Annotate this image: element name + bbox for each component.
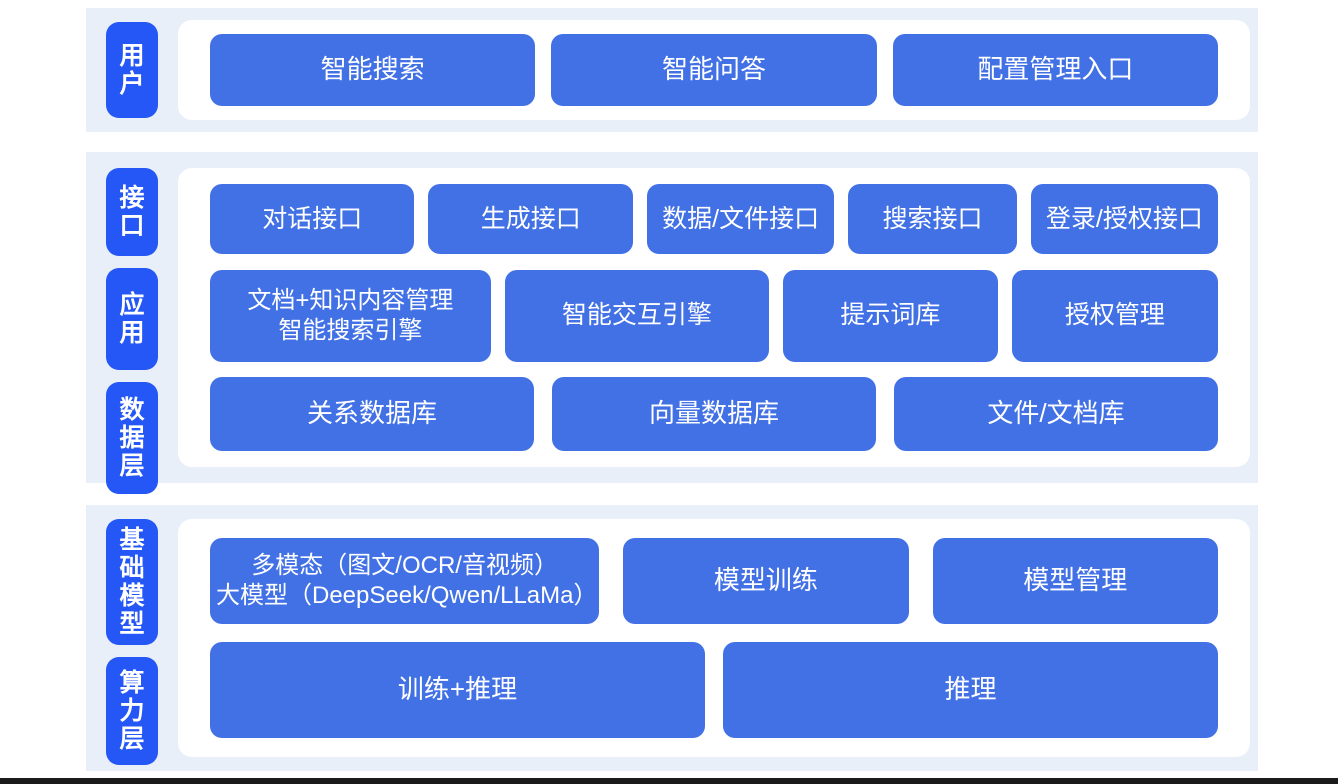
box-multimodal-line-2: 大模型（DeepSeek/Qwen/LLaMa）	[216, 581, 598, 609]
section-application: 接 口 应 用 数 据 层 对话接口 生成接口 数据/文件接口 搜索接口 登录/…	[86, 152, 1258, 494]
layer-tab-base-model-char-0: 基	[119, 526, 145, 554]
row-model: 多模态（图文/OCR/音视频） 大模型（DeepSeek/Qwen/LLaMa）…	[178, 537, 1250, 624]
row-compute: 训练+推理 推理	[178, 642, 1250, 739]
box-dialog-api[interactable]: 对话接口	[210, 183, 415, 254]
layer-tab-base-model-char-2: 模	[119, 582, 145, 610]
section-user-panel: 智能搜索 智能问答 配置管理入口	[178, 20, 1250, 120]
box-model-training[interactable]: 模型训练	[623, 537, 909, 624]
box-model-management[interactable]: 模型管理	[932, 537, 1218, 624]
box-file-document-store[interactable]: 文件/文档库	[894, 377, 1218, 452]
layer-tab-interface-char-0: 接	[119, 184, 145, 212]
box-doc-knowledge-line-1: 文档+知识内容管理	[247, 287, 454, 315]
layer-tab-user-char-1: 户	[119, 70, 145, 98]
row-interface: 对话接口 生成接口 数据/文件接口 搜索接口 登录/授权接口	[178, 183, 1250, 254]
section-infrastructure-panel: 多模态（图文/OCR/音视频） 大模型（DeepSeek/Qwen/LLaMa）…	[178, 519, 1250, 757]
layer-tab-compute-char-2: 层	[119, 725, 145, 753]
layer-tab-compute-char-1: 力	[119, 697, 145, 725]
layer-tab-user-char-0: 用	[119, 42, 145, 70]
layer-tab-data[interactable]: 数 据 层	[106, 382, 158, 494]
layer-tab-interface-char-1: 口	[119, 212, 145, 240]
box-training-inference[interactable]: 训练+推理	[210, 642, 705, 739]
box-generation-api[interactable]: 生成接口	[428, 183, 633, 254]
section-infrastructure-tabs: 基 础 模 型 算 力 层	[86, 505, 178, 771]
section-application-tabs: 接 口 应 用 数 据 层	[86, 152, 178, 494]
box-config-management-entry[interactable]: 配置管理入口	[892, 34, 1218, 106]
box-prompt-library[interactable]: 提示词库	[783, 269, 998, 362]
layer-tab-application-char-0: 应	[119, 291, 145, 319]
box-smart-qa[interactable]: 智能问答	[551, 34, 877, 106]
row-application: 文档+知识内容管理 智能搜索引擎 智能交互引擎 提示词库 授权管理	[178, 269, 1250, 362]
section-user: 用 户 智能搜索 智能问答 配置管理入口	[86, 8, 1258, 132]
layer-tab-data-char-0: 数	[119, 396, 145, 424]
layer-tab-compute-char-0: 算	[119, 669, 145, 697]
layer-tab-interface[interactable]: 接 口	[106, 168, 158, 256]
layer-tab-application-char-1: 用	[119, 319, 145, 347]
layer-tab-compute[interactable]: 算 力 层	[106, 657, 158, 765]
box-smart-search[interactable]: 智能搜索	[210, 34, 536, 106]
section-user-tabs: 用 户	[86, 8, 178, 132]
section-application-panel: 对话接口 生成接口 数据/文件接口 搜索接口 登录/授权接口 文档+知识内容管理…	[178, 168, 1250, 467]
layer-tab-base-model-char-3: 型	[119, 610, 145, 638]
layer-tab-user[interactable]: 用 户	[106, 22, 158, 118]
page-bottom-edge	[0, 778, 1338, 784]
row-user-entries: 智能搜索 智能问答 配置管理入口	[178, 34, 1250, 106]
box-multimodal-line-1: 多模态（图文/OCR/音视频）	[251, 551, 558, 579]
box-inference[interactable]: 推理	[723, 642, 1218, 739]
section-infrastructure: 基 础 模 型 算 力 层 多模态（图文/OCR/音视频） 大模型（DeepSe…	[86, 505, 1258, 771]
layer-tab-application[interactable]: 应 用	[106, 268, 158, 370]
box-data-file-api[interactable]: 数据/文件接口	[646, 183, 835, 254]
box-smart-interaction-engine[interactable]: 智能交互引擎	[504, 269, 770, 362]
box-doc-knowledge-content-management[interactable]: 文档+知识内容管理 智能搜索引擎	[210, 269, 491, 362]
layer-tab-data-char-1: 据	[119, 424, 145, 452]
layer-tab-base-model[interactable]: 基 础 模 型	[106, 519, 158, 645]
box-doc-knowledge-line-2: 智能搜索引擎	[278, 316, 423, 344]
box-relational-database[interactable]: 关系数据库	[210, 377, 534, 452]
row-data: 关系数据库 向量数据库 文件/文档库	[178, 377, 1250, 452]
box-authorization-management[interactable]: 授权管理	[1011, 269, 1218, 362]
layer-tab-base-model-char-1: 础	[119, 554, 145, 582]
box-multimodal-large-model[interactable]: 多模态（图文/OCR/音视频） 大模型（DeepSeek/Qwen/LLaMa）	[210, 537, 600, 624]
box-login-auth-api[interactable]: 登录/授权接口	[1030, 183, 1218, 254]
box-search-api[interactable]: 搜索接口	[848, 183, 1017, 254]
layer-tab-data-char-2: 层	[119, 452, 145, 480]
box-vector-database[interactable]: 向量数据库	[552, 377, 876, 452]
